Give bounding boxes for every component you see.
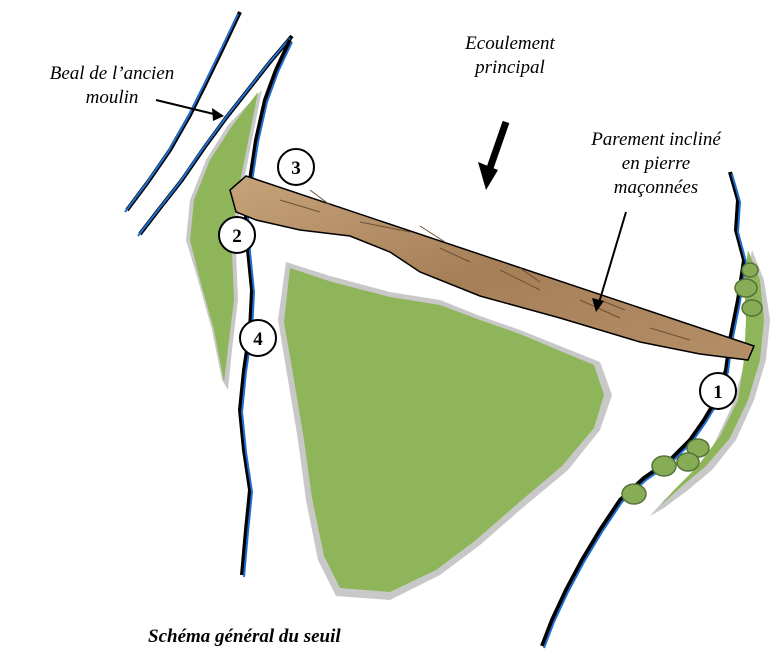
parement-label-line-2: en pierre: [556, 152, 756, 176]
ecoulement-label: Ecoulement principal: [430, 32, 590, 80]
beal-label-line-2: moulin: [4, 86, 220, 110]
beal-label-line-1: Beal de l’ancien: [4, 62, 220, 86]
marker-2: 2: [219, 217, 255, 253]
parement-label-line-3: maçonnées: [556, 176, 756, 200]
flow-arrow: [478, 122, 506, 190]
ecoulement-label-line-2: principal: [430, 56, 590, 80]
parement-label-line-1: Parement incliné: [556, 128, 756, 152]
marker-4-label: 4: [253, 329, 263, 350]
marker-3-label: 3: [291, 158, 301, 179]
parement-label: Parement incliné en pierre maçonnées: [556, 128, 756, 200]
marker-1-label: 1: [713, 382, 723, 403]
beal-label: Beal de l’ancien moulin: [4, 62, 220, 110]
marker-2-label: 2: [232, 226, 242, 247]
marker-1: 1: [700, 373, 736, 409]
marker-4: 4: [240, 320, 276, 356]
ecoulement-label-line-1: Ecoulement: [430, 32, 590, 56]
diagram-caption: Schéma général du seuil: [148, 626, 341, 648]
marker-3: 3: [278, 149, 314, 185]
